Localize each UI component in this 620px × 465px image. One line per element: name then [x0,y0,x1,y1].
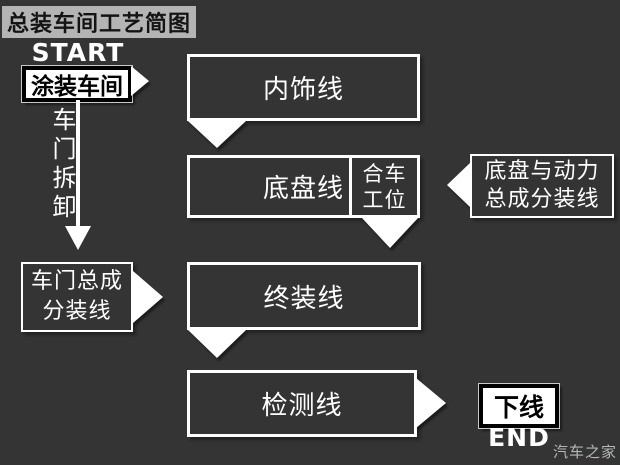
powertrain-to-chassis-left-arrow-icon [447,163,470,207]
inspection-line-node: 检测线 [187,370,417,437]
chassis-line-node: 底盘线 合车 工位 [187,155,420,218]
door-removal-connector-line [76,100,80,228]
end-label: END [488,423,550,452]
marriage-station-cell: 合车 工位 [349,158,417,215]
inspection-to-offline-right-arrow-icon [416,378,446,428]
chassis-powertrain-subassembly-node: 底盘与动力 总成分装线 [470,154,614,218]
paint-shop-node: 涂装车间 [22,66,132,102]
offline-node: 下线 [479,384,559,428]
diagram-title: 总装车间工艺简图 [2,6,196,38]
interior-line-node: 内饰线 [187,54,420,121]
paint-to-interior-right-arrow-icon [131,66,149,96]
door-subassembly-node: 车门总成 分装线 [21,262,133,332]
final-assembly-line-node: 终装线 [187,262,421,330]
final-to-inspection-down-arrow-icon [188,330,246,358]
chassis-line-label: 底盘线 [262,174,344,204]
interior-to-chassis-down-arrow-icon [188,121,246,148]
marriage-to-final-down-arrow-icon [362,218,418,248]
door-removal-label: 车门拆卸 [48,107,76,223]
door-subassembly-to-final-right-arrow-icon [133,271,163,323]
watermark: 汽车之家 [552,443,617,461]
door-removal-down-arrowhead-icon [65,226,91,250]
start-label: START [31,38,125,67]
